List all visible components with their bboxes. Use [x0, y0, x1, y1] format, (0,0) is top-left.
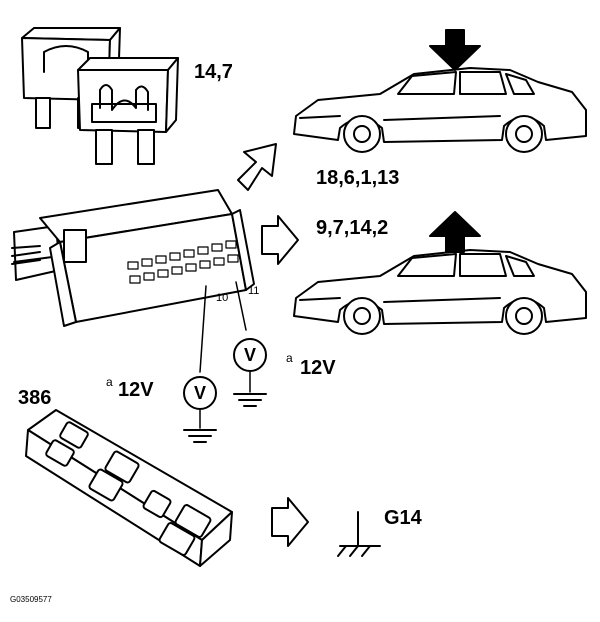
meter-left-label: V: [193, 382, 206, 403]
voltage-left-label: 12V: [118, 379, 154, 401]
top-car-pins-label: 18,6,1,13: [316, 167, 400, 189]
bottom-car-pins-label: 9,7,14,2: [316, 217, 389, 239]
car-top-icon: [293, 67, 587, 153]
arrow-right-middle-icon: [261, 215, 299, 265]
connector-icon: [11, 189, 255, 327]
ground-symbol-right-icon: [233, 393, 267, 407]
arrow-up-filled-icon: [429, 211, 481, 253]
note-a-left-label: a: [106, 375, 113, 389]
meter-right-label: V: [243, 344, 256, 365]
arrow-right-lower-icon: [271, 497, 309, 547]
window-switch-icon: [25, 409, 233, 567]
note-a-right-label: a: [286, 351, 293, 365]
car-bottom-icon: [293, 249, 587, 335]
component-number-label: 386: [18, 387, 52, 409]
pin-10-label: 10: [216, 292, 229, 304]
voltmeter-left: V: [183, 376, 217, 410]
ground-symbol-left-icon: [183, 429, 217, 443]
pin-11-label: 11: [248, 285, 260, 297]
arrow-up-right-icon: [237, 143, 277, 191]
fuse-number-label: 14,7: [194, 61, 233, 83]
arrow-down-filled-icon: [429, 29, 481, 71]
voltage-right-label: 12V: [300, 357, 336, 379]
ground-symbol-g14-icon: [337, 511, 381, 557]
figure-code-label: G03509577: [10, 595, 52, 604]
ground-point-label: G14: [384, 507, 422, 529]
voltmeter-right: V: [233, 338, 267, 372]
fuse-front-icon: [77, 57, 179, 165]
